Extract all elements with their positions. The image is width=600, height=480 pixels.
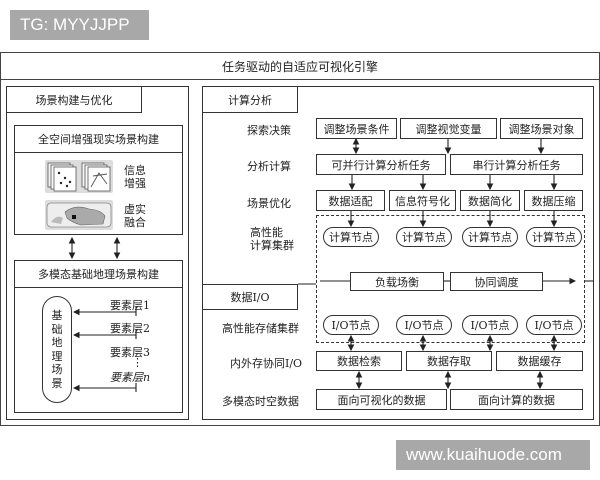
cluster-region	[316, 215, 585, 343]
terrain-scene-icon	[46, 202, 112, 228]
io-node-2: I/O节点	[396, 315, 452, 335]
watermark-bottom: www.kuaihuode.com	[396, 440, 590, 470]
row-label-explore: 探索决策	[247, 124, 291, 137]
base-section-title: 多模态基础地理场景构建	[14, 260, 183, 288]
io-node-3: I/O节点	[462, 315, 518, 335]
explore-box-2: 调整视觉变量	[400, 118, 497, 139]
layer-2-label: 要素层2	[110, 322, 150, 335]
row-label-analysis: 分析计算	[247, 160, 291, 173]
row-label-io: 内外存协同I/O	[230, 357, 303, 370]
load-balance-box: 负载场衡	[350, 272, 444, 291]
layer-3-label: 要素层3	[110, 346, 150, 359]
io-box-retrieve: 数据检索	[316, 351, 402, 371]
io-box-cache: 数据缓存	[496, 351, 583, 371]
compute-data-box: 面向计算的数据	[450, 389, 583, 410]
compute-analysis-header: 计算分析	[202, 86, 298, 113]
watermark-top: TG: MYYJJPP	[10, 10, 149, 40]
explore-box-3: 调整场景对象	[500, 118, 583, 139]
optimize-box-2: 信息符号化	[389, 190, 456, 211]
ar-section-title-text: 全空间增强现实场景构建	[38, 133, 159, 146]
vis-data-box: 面向可视化的数据	[316, 389, 447, 410]
row-label-optimize: 场景优化	[247, 197, 291, 210]
row-label-storage: 高性能存储集群	[222, 322, 299, 335]
layer-ellipsis: ⋮	[132, 356, 143, 369]
info-enhance-label: 信息 增强	[124, 164, 146, 190]
coop-schedule-box: 协同调度	[450, 272, 543, 291]
engine-title: 任务驱动的自适应可视化引擎	[0, 52, 600, 80]
optimize-box-1: 数据适配	[316, 190, 385, 211]
info-enhance-image	[45, 160, 113, 193]
data-io-header: 数据I/O	[202, 284, 298, 310]
optimize-box-4: 数据压缩	[524, 190, 583, 211]
compute-node-3: 计算节点	[462, 227, 518, 247]
ar-section-title: 全空间增强现实场景构建	[14, 125, 183, 153]
vr-fusion-label: 虚实 融合	[124, 203, 146, 229]
base-scene-capsule: 基 础 地 理 场 景	[42, 296, 72, 403]
layer-n-label: 要素层n	[110, 371, 151, 384]
analysis-box-parallel: 可并行计算分析任务	[316, 154, 446, 175]
compute-node-4: 计算节点	[526, 227, 582, 247]
row-label-hpc: 高性能 计算集群	[250, 226, 294, 252]
io-box-access: 数据存取	[406, 351, 492, 371]
compute-node-1: 计算节点	[323, 227, 379, 247]
left-panel-header: 场景构建与优化	[6, 86, 142, 113]
engine-title-text: 任务驱动的自适应可视化引擎	[221, 59, 378, 74]
layer-1-label: 要素层1	[110, 299, 150, 312]
base-section-title-text: 多模态基础地理场景构建	[38, 268, 159, 281]
compute-node-2: 计算节点	[396, 227, 452, 247]
io-node-1: I/O节点	[323, 315, 379, 335]
analysis-box-serial: 串行计算分析任务	[450, 154, 583, 175]
optimize-box-3: 数据简化	[460, 190, 520, 211]
explore-box-1: 调整场景条件	[316, 118, 397, 139]
left-panel-header-text: 场景构建与优化	[35, 93, 113, 107]
point-map-icon	[47, 162, 111, 192]
io-node-4: I/O节点	[526, 315, 582, 335]
row-label-multimodal: 多模态时空数据	[222, 395, 299, 408]
vr-fusion-image	[45, 200, 113, 230]
